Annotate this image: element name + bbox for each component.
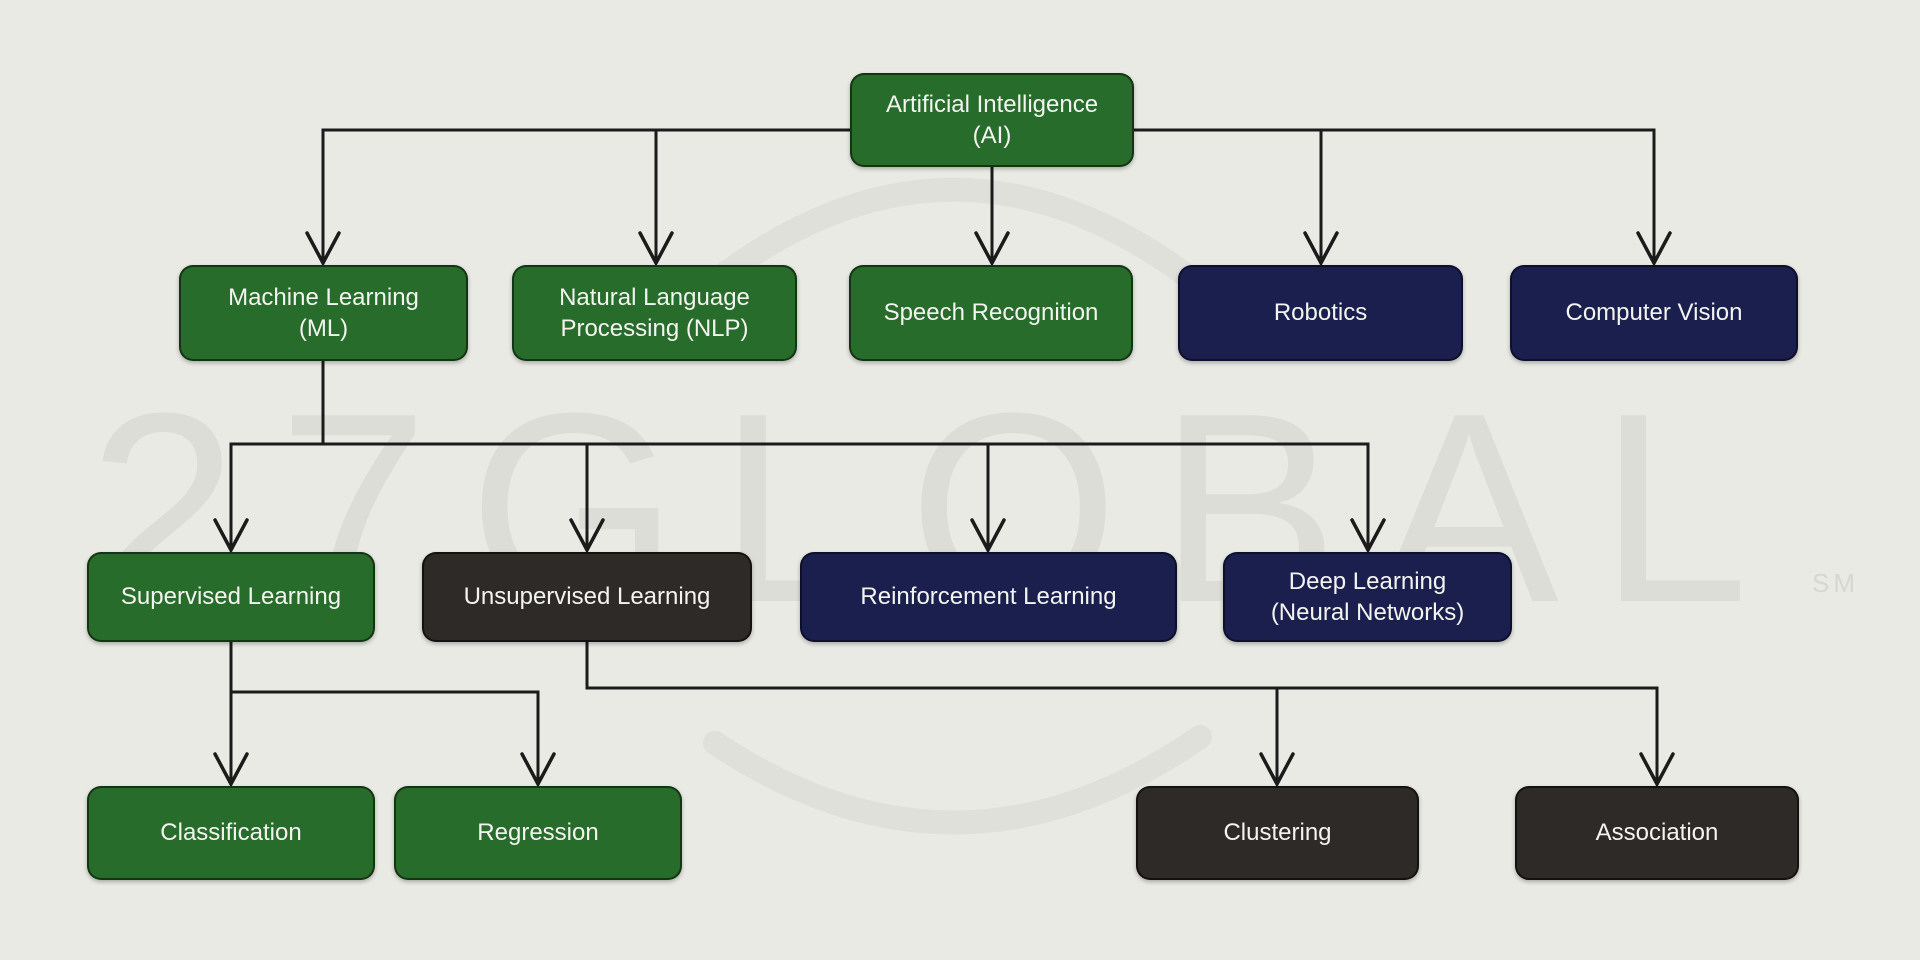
edge-ai-cv	[1134, 128, 1656, 263]
node-label-supervised: Supervised Learning	[120, 583, 342, 611]
swoosh-bottom-arc	[703, 725, 1212, 835]
node-nlp: Natural Language Processing (NLP)	[512, 265, 797, 361]
node-reinforcement: Reinforcement Learning	[800, 552, 1177, 642]
node-label-deep: Deep Learning (Neural Networks)	[1270, 567, 1465, 626]
swoosh-top-arc	[697, 177, 1206, 298]
arrowhead-nlp	[638, 231, 674, 267]
node-label-unsupervised: Unsupervised Learning	[463, 583, 711, 611]
node-classification: Classification	[87, 786, 375, 880]
node-label-association: Association	[1595, 819, 1719, 847]
node-label-speech: Speech Recognition	[883, 299, 1099, 327]
node-label-regression: Regression	[477, 819, 599, 847]
edge-unsupervised-clustering	[585, 642, 1279, 784]
node-unsupervised: Unsupervised Learning	[422, 552, 752, 642]
edge-unsupervised-association	[1277, 686, 1659, 784]
node-speech: Speech Recognition	[849, 265, 1133, 361]
node-label-nlp: Natural Language Processing (NLP)	[559, 283, 750, 342]
node-label-robotics: Robotics	[1273, 299, 1368, 327]
arrowhead-robotics	[1303, 231, 1339, 267]
arrowhead-reinforcement	[970, 518, 1006, 554]
node-association: Association	[1515, 786, 1799, 880]
arrowhead-classification	[213, 752, 249, 788]
node-ml: Machine Learning (ML)	[179, 265, 468, 361]
watermark-service-mark: SM	[1812, 568, 1859, 598]
arrowhead-cv	[1636, 231, 1672, 267]
arrowhead-regression	[520, 752, 556, 788]
node-cv: Computer Vision	[1510, 265, 1798, 361]
node-label-reinforcement: Reinforcement Learning	[860, 583, 1117, 611]
node-label-ml: Machine Learning (ML)	[228, 283, 419, 342]
arrowhead-clustering	[1259, 752, 1295, 788]
edge-ai-ml	[321, 128, 850, 263]
edge-ml-deep	[323, 442, 1370, 550]
node-clustering: Clustering	[1136, 786, 1419, 880]
node-label-cv: Computer Vision	[1565, 299, 1743, 327]
arrowhead-association	[1639, 752, 1675, 788]
node-deep: Deep Learning (Neural Networks)	[1223, 552, 1512, 642]
arrowhead-deep	[1350, 518, 1386, 554]
arrowhead-ml	[305, 231, 341, 267]
arrowhead-supervised	[213, 518, 249, 554]
node-label-clustering: Clustering	[1223, 819, 1332, 847]
node-label-ai: Artificial Intelligence (AI)	[885, 90, 1099, 149]
node-regression: Regression	[394, 786, 682, 880]
node-robotics: Robotics	[1178, 265, 1463, 361]
arrowhead-unsupervised	[569, 518, 605, 554]
edge-ml-supervised	[229, 361, 325, 550]
arrowhead-speech	[974, 231, 1010, 267]
node-ai: Artificial Intelligence (AI)	[850, 73, 1134, 167]
node-label-classification: Classification	[160, 819, 302, 847]
edge-supervised-regression	[231, 690, 540, 784]
node-supervised: Supervised Learning	[87, 552, 375, 642]
